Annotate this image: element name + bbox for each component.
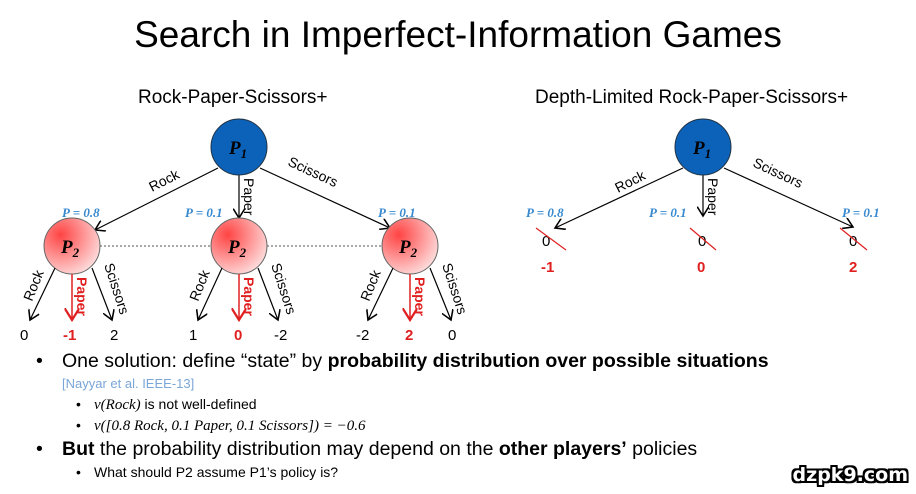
right-tree: Rock Paper Scissors P = 0.8 P = 0.1 P = … — [526, 118, 880, 276]
new-value: -1 — [541, 259, 554, 276]
prob-label: P = 0.1 — [378, 205, 416, 220]
p1-node — [674, 118, 732, 176]
edge-rock — [95, 167, 219, 230]
bullet-but: But the probability distribution may dep… — [36, 436, 896, 462]
new-value: 2 — [849, 259, 857, 276]
payoff: 2 — [110, 327, 118, 344]
p1-label: P1 — [692, 138, 711, 161]
edge-rock — [555, 167, 684, 228]
edge-label-paper: Paper — [241, 178, 257, 216]
svg-text:P2: P2 — [398, 237, 418, 260]
edge-label-paper: Paper — [412, 277, 428, 316]
struck-value: 0 — [542, 233, 550, 250]
new-value: 0 — [697, 259, 705, 276]
strike-mark — [535, 227, 567, 251]
payoff: 0 — [448, 327, 456, 344]
bullet-one-solution: One solution: define “state” by probabil… — [36, 348, 896, 374]
payoff-highlight: -1 — [63, 327, 76, 344]
sub-bullet: v(Rock) is not well-defined — [36, 394, 896, 415]
edge-label-rock: Rock — [20, 267, 47, 303]
strike-mark — [839, 227, 868, 251]
prob-label: P = 0.8 — [62, 205, 100, 220]
p2-node-rock: P2 — [43, 217, 101, 275]
slide-title: Search in Imperfect-Information Games — [134, 14, 782, 55]
payoff-highlight: 2 — [405, 327, 413, 344]
payoff-highlight: 0 — [234, 327, 242, 344]
prob-label: P = 0.1 — [842, 205, 880, 220]
edge-label-paper: Paper — [241, 277, 257, 316]
edge-scissors — [259, 167, 390, 228]
edge-label-scissors: Scissors — [286, 153, 341, 190]
sub-bullet: What should P2 assume P1’s policy is? — [36, 462, 896, 482]
citation: [Nayyar et al. IEEE-13] — [62, 376, 195, 391]
svg-text:P2: P2 — [227, 237, 247, 260]
bullet-list: One solution: define “state” by probabil… — [36, 348, 896, 482]
edge-label-paper: Paper — [74, 277, 90, 316]
p1-node — [210, 118, 268, 176]
struck-value: 0 — [698, 233, 706, 250]
edge-label-scissors: Scissors — [101, 261, 133, 316]
left-diagram-title: Rock-Paper-Scissors+ — [138, 87, 328, 108]
sub-bullet: v([0.8 Rock, 0.1 Paper, 0.1 Scissors]) =… — [36, 415, 896, 436]
prob-label: P = 0.8 — [526, 205, 564, 220]
p2-node-scissors: P2 — [381, 217, 439, 275]
prob-label: P = 0.1 — [185, 205, 223, 220]
p2-node-paper: P2 — [210, 217, 268, 275]
payoff: -2 — [356, 327, 369, 344]
payoff: -2 — [274, 327, 287, 344]
right-diagram-title: Depth-Limited Rock-Paper-Scissors+ — [535, 87, 849, 108]
edge-label-scissors: Scissors — [439, 261, 471, 316]
p1-label: P1 — [228, 138, 247, 161]
edge-label-rock: Rock — [357, 267, 384, 303]
left-tree: Rock Paper Scissors P = 0.8 P = 0.1 P = … — [20, 118, 471, 344]
edge-label-rock: Rock — [146, 165, 183, 194]
watermark: dzpk9.com — [792, 464, 908, 486]
game-tree-diagrams: Rock Paper Scissors P = 0.8 P = 0.1 P = … — [20, 118, 880, 344]
edge-scissors — [723, 167, 853, 227]
edge-label-rock: Rock — [612, 166, 649, 195]
prob-label: P = 0.1 — [649, 205, 687, 220]
strike-mark — [689, 227, 717, 251]
svg-text:P2: P2 — [60, 237, 80, 260]
struck-value: 0 — [849, 233, 857, 250]
edge-label-paper: Paper — [705, 178, 721, 216]
edge-label-rock: Rock — [186, 267, 213, 303]
payoff: 0 — [20, 327, 28, 344]
payoff: 1 — [189, 327, 197, 344]
edge-label-scissors: Scissors — [751, 154, 806, 191]
